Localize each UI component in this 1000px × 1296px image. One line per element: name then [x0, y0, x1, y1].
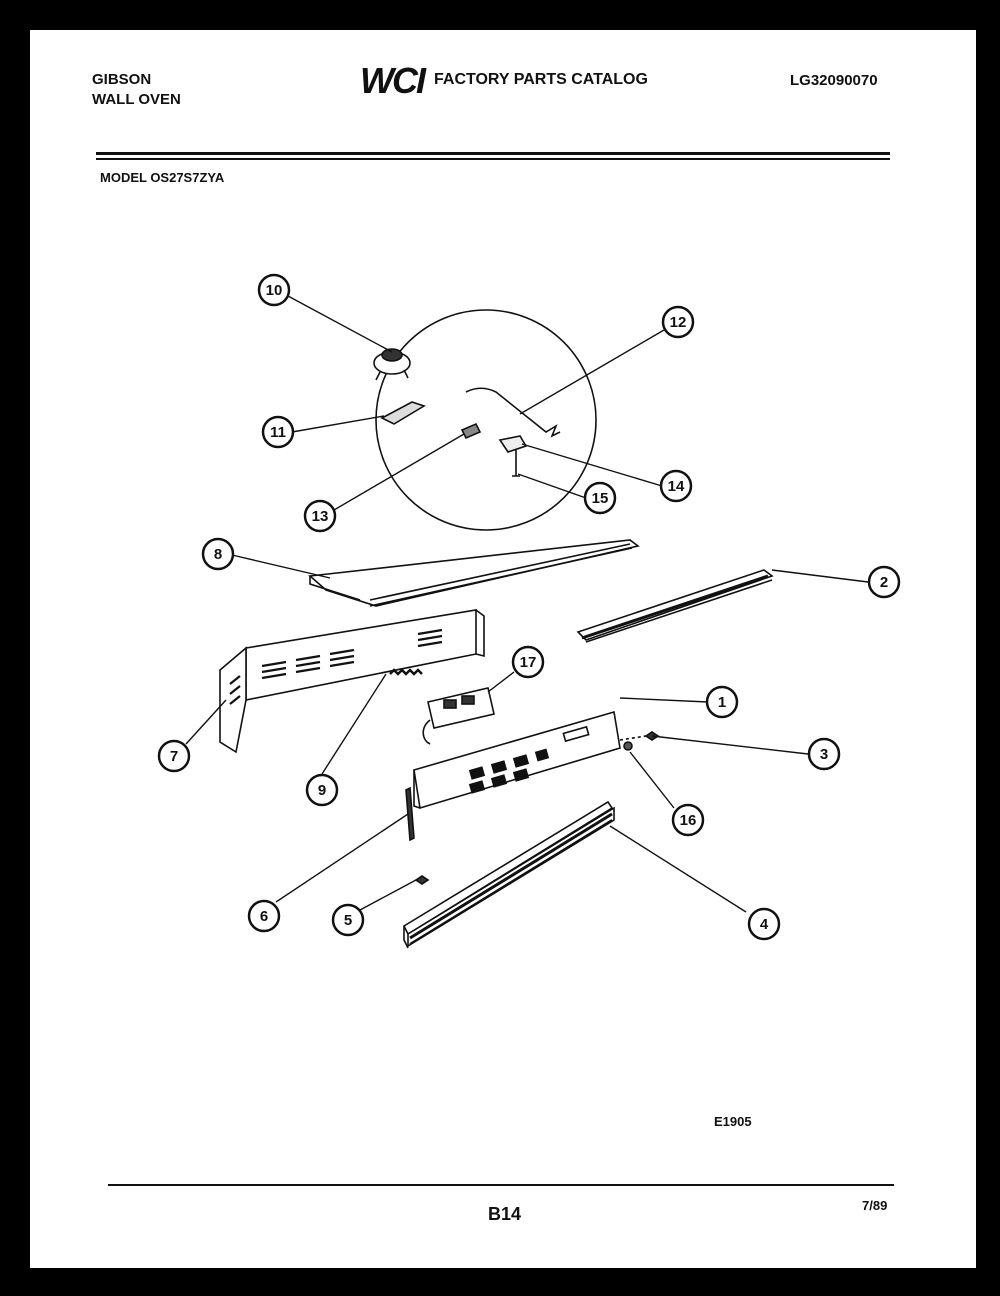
part-9-spring: [389, 668, 423, 676]
svg-text:7: 7: [170, 748, 178, 765]
page-number: B14: [488, 1204, 522, 1224]
callout-7: 7: [157, 739, 191, 773]
figure-code: E1905: [714, 1114, 752, 1129]
catalog-page: GIBSON WALL OVEN WCI FACTORY PARTS CATAL…: [30, 30, 976, 1268]
brand-name: GIBSON: [92, 71, 152, 88]
svg-text:9: 9: [318, 782, 326, 799]
part-12-wire: [465, 387, 561, 438]
svg-text:2: 2: [880, 574, 888, 591]
callout-15: 15: [583, 481, 617, 515]
header-rule-bottom: [96, 158, 890, 160]
part-11-bracket: [380, 401, 426, 425]
part-4-front-rail: [402, 800, 615, 949]
callout-5: 5: [331, 903, 365, 937]
header-rule-top: [96, 152, 890, 155]
part-10-thermostat: [373, 348, 411, 381]
part-5-clip: [414, 875, 430, 885]
part-13-clip: [460, 422, 482, 440]
revision-date: 7/89: [862, 1198, 888, 1213]
brand-block: GIBSON WALL OVEN: [92, 70, 181, 110]
callout-17: 17: [511, 645, 545, 679]
callout-13: 13: [303, 499, 337, 533]
part-6-end-cap: [405, 786, 415, 842]
part-15-screw: [512, 450, 520, 477]
svg-text:5: 5: [344, 912, 352, 929]
svg-text:15: 15: [592, 490, 609, 507]
document-number: LG32090070: [790, 72, 878, 89]
callout-10: 10: [257, 273, 291, 307]
part-1-control-panel: [413, 710, 621, 810]
model-label: MODEL OS27S7ZYA: [100, 170, 225, 185]
callout-1: 1: [705, 685, 739, 719]
part-16-screw: [623, 741, 633, 751]
svg-text:4: 4: [760, 916, 769, 933]
svg-text:10: 10: [266, 282, 283, 299]
svg-text:3: 3: [820, 746, 828, 763]
svg-text:11: 11: [270, 424, 286, 441]
part-2-rear-rail: [576, 569, 774, 643]
svg-text:6: 6: [260, 908, 268, 925]
wci-logo: WCI: [360, 60, 426, 101]
callout-6: 6: [247, 899, 281, 933]
callout-9: 9: [305, 773, 339, 807]
svg-text:12: 12: [670, 314, 687, 331]
callout-16: 16: [671, 803, 705, 837]
callout-2: 2: [867, 565, 901, 599]
callout-14: 14: [659, 469, 693, 503]
callout-3: 3: [807, 737, 841, 771]
product-type: WALL OVEN: [92, 91, 181, 108]
callout-4: 4: [747, 907, 781, 941]
detail-circle: [375, 309, 597, 531]
part-8-top-panel: [308, 539, 640, 607]
callout-8: 8: [201, 537, 235, 571]
part-7-side-bracket: [219, 609, 485, 754]
svg-text:13: 13: [312, 508, 329, 525]
part-14-bracket: [498, 435, 528, 453]
callout-11: 11: [261, 415, 295, 449]
exploded-parts-diagram: 10 11 12 13 14 15 8 2 17 1 3 7 9 16 6 5 …: [157, 273, 901, 949]
footer-rule: [108, 1184, 894, 1186]
svg-text:1: 1: [718, 694, 726, 711]
svg-text:17: 17: [520, 654, 537, 671]
part-17-control-board: [422, 687, 495, 745]
svg-text:8: 8: [214, 546, 222, 563]
svg-text:14: 14: [668, 478, 685, 495]
catalog-title: FACTORY PARTS CATALOG: [434, 71, 648, 88]
svg-text:16: 16: [680, 812, 697, 829]
callout-12: 12: [661, 305, 695, 339]
